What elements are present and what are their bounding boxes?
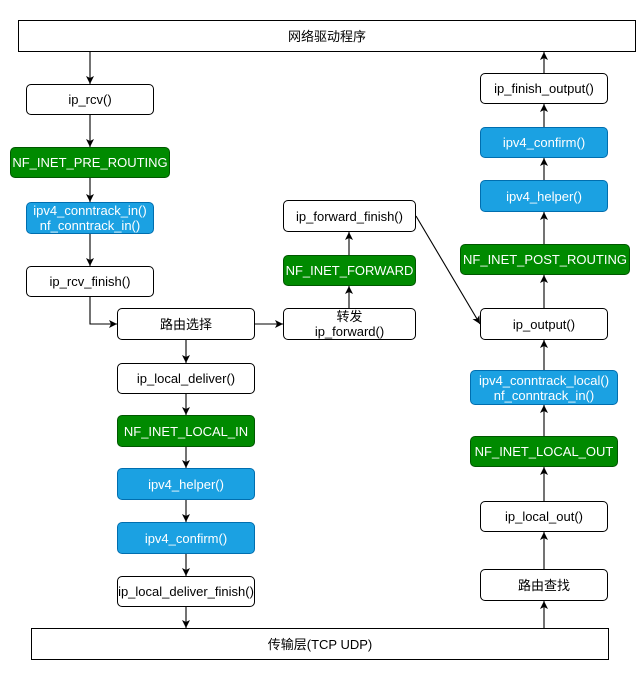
conntrack-local-node: ipv4_conntrack_local() nf_conntrack_in(): [470, 370, 618, 405]
post-routing-hook-label: NF_INET_POST_ROUTING: [463, 252, 627, 267]
ip-rcv-label: ip_rcv(): [68, 92, 112, 107]
post-routing-hook-node: NF_INET_POST_ROUTING: [460, 244, 630, 275]
ip-local-out-node: ip_local_out(): [480, 501, 608, 532]
conntrack-local-label-line1: ipv4_conntrack_local(): [478, 372, 610, 388]
local-in-hook-label: NF_INET_LOCAL_IN: [123, 423, 249, 439]
ip-rcv-finish-node: ip_rcv_finish(): [26, 266, 154, 297]
routing-decision-label: 路由选择: [159, 316, 212, 332]
ip-rcv-finish-label: ip_rcv_finish(): [49, 274, 131, 289]
local-out-hook-label: NF_INET_LOCAL_OUT: [474, 444, 614, 459]
output-helper-label: ipv4_helper(): [506, 188, 582, 204]
ip-forward-label-line1: 转发: [336, 309, 363, 324]
conntrack-in-label-line1: ipv4_conntrack_in(): [33, 203, 147, 218]
conntrack-in-node: ipv4_conntrack_in() nf_conntrack_in(): [26, 202, 154, 234]
ip-output-node: ip_output(): [480, 308, 608, 340]
ip-finish-output-node: ip_finish_output(): [480, 73, 608, 104]
conntrack-in-label-line2: nf_conntrack_in(): [39, 218, 141, 233]
ip-forward-node: 转发 ip_forward(): [283, 308, 416, 340]
output-confirm-node: ipv4_confirm(): [480, 127, 608, 158]
arrow-ip-rcv-finish-to-routing: [89, 297, 117, 328]
route-lookup-node: 路由查找: [480, 569, 608, 601]
network-driver-label: 网络驱动程序: [287, 28, 366, 44]
ip-output-label: ip_output(): [512, 316, 576, 332]
pre-routing-hook-node: NF_INET_PRE_ROUTING: [10, 147, 170, 178]
forward-hook-node: NF_INET_FORWARD: [283, 255, 416, 286]
ip-forward-finish-label: ip_forward_finish(): [296, 208, 403, 224]
ip-local-out-label: ip_local_out(): [504, 509, 584, 524]
local-in-helper-node: ipv4_helper(): [117, 468, 255, 500]
local-out-hook-node: NF_INET_LOCAL_OUT: [470, 436, 618, 467]
ip-local-deliver-finish-node: ip_local_deliver_finish(): [117, 576, 255, 607]
transport-layer: 传输层(TCP UDP): [31, 628, 609, 660]
ip-forward-label-line2: ip_forward(): [314, 324, 385, 339]
ip-local-deliver-node: ip_local_deliver(): [117, 363, 255, 394]
route-lookup-label: 路由查找: [517, 577, 570, 593]
local-in-helper-label: ipv4_helper(): [148, 476, 224, 492]
local-in-confirm-label: ipv4_confirm(): [144, 530, 228, 546]
routing-decision-node: 路由选择: [117, 308, 255, 340]
network-driver-layer: 网络驱动程序: [18, 20, 636, 52]
output-confirm-label: ipv4_confirm(): [502, 135, 586, 150]
pre-routing-hook-label: NF_INET_PRE_ROUTING: [12, 155, 168, 170]
ip-local-deliver-label: ip_local_deliver(): [136, 371, 236, 386]
forward-hook-label: NF_INET_FORWARD: [285, 263, 414, 278]
ip-finish-output-label: ip_finish_output(): [494, 81, 594, 96]
ip-rcv-node: ip_rcv(): [26, 84, 154, 115]
local-in-confirm-node: ipv4_confirm(): [117, 522, 255, 554]
local-in-hook-node: NF_INET_LOCAL_IN: [117, 415, 255, 447]
output-helper-node: ipv4_helper(): [480, 180, 608, 212]
ip-forward-finish-node: ip_forward_finish(): [283, 200, 416, 232]
ip-local-deliver-finish-label: ip_local_deliver_finish(): [118, 584, 254, 599]
transport-layer-label: 传输层(TCP UDP): [267, 636, 373, 652]
conntrack-local-label-line2: nf_conntrack_in(): [493, 387, 595, 403]
